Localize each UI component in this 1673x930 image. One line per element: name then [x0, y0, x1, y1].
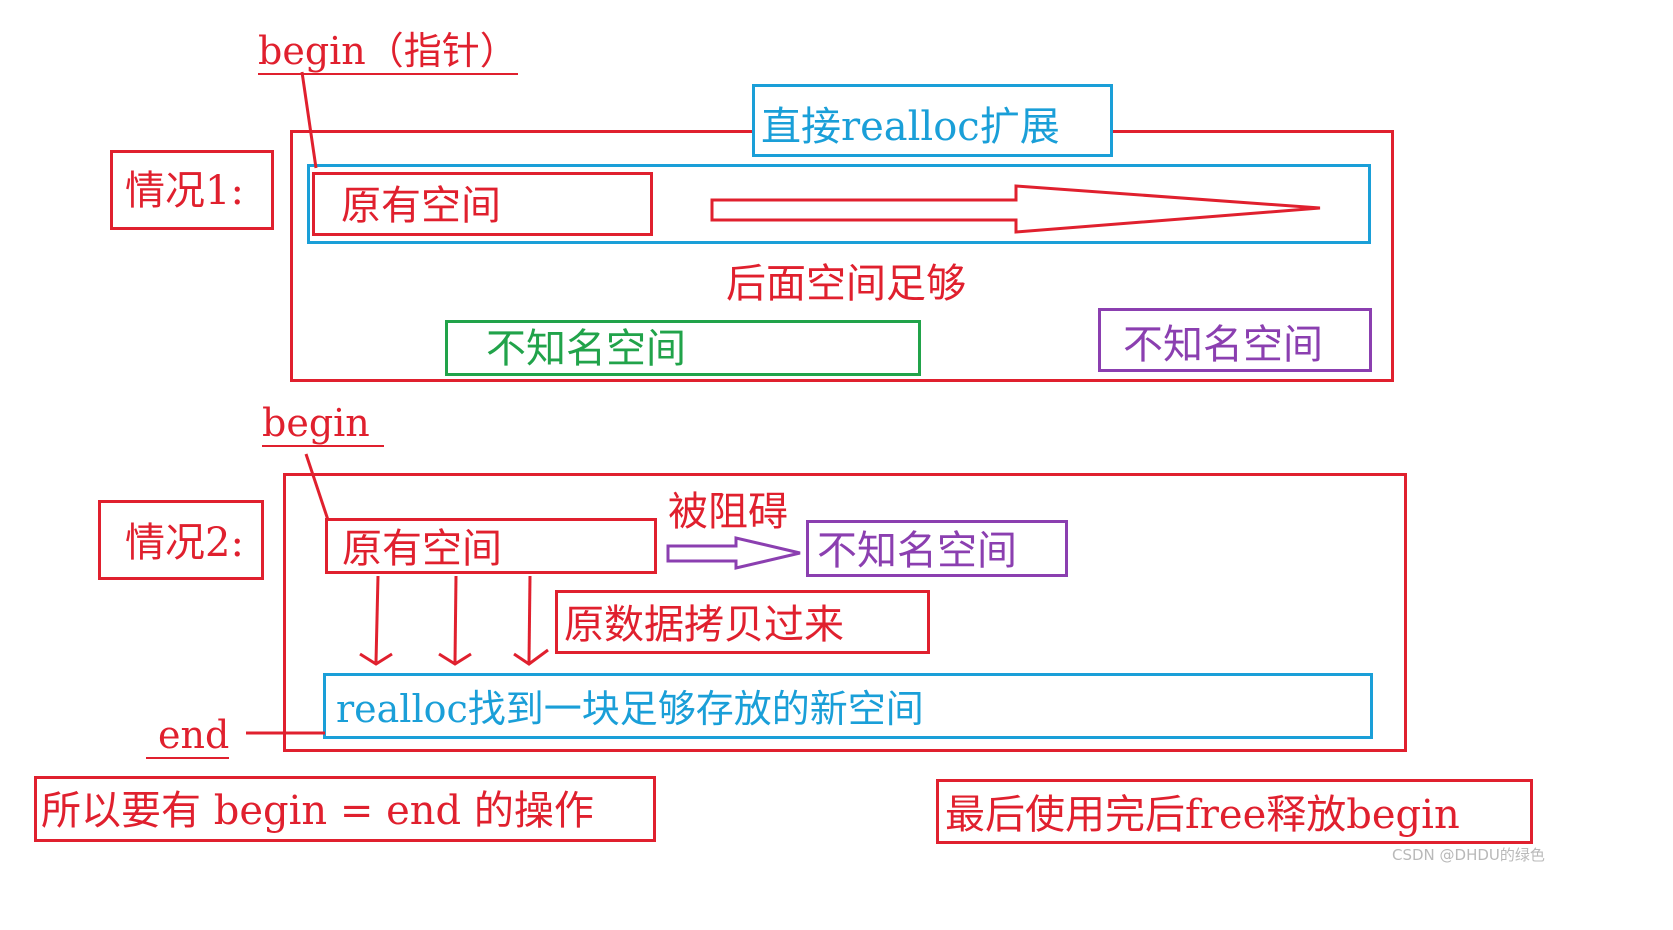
case2-copy-arrows [359, 575, 549, 666]
case1-original-space-label: 原有空间 [341, 183, 501, 229]
case2-copy-note-box: 原数据拷贝过来 [555, 590, 930, 654]
case1-unknown-space-green-box: 不知名空间 [445, 320, 921, 376]
copy-arrow-2 [453, 575, 458, 663]
case1-realloc-note: 直接realloc扩展 [761, 104, 1060, 150]
case2-blocked-label: 被阻碍 [668, 489, 788, 535]
case1-pointer-line [300, 71, 318, 169]
copy-arrow-3 [527, 575, 532, 663]
case1-space-enough-label: 后面空间足够 [726, 261, 966, 307]
case1-unknown-space-green-label: 不知名空间 [486, 326, 686, 372]
case1-realloc-note-box: 直接realloc扩展 [752, 84, 1113, 157]
watermark: CSDN @DHDU的绿色 [1392, 846, 1545, 864]
case2-new-space-label: realloc找到一块足够存放的新空间 [336, 687, 924, 731]
free-note: 最后使用完后free释放begin [945, 792, 1460, 838]
copy-arrow-3-head [513, 648, 549, 666]
case1-unknown-space-purple-label: 不知名空间 [1123, 322, 1323, 368]
case2-label: 情况2: [125, 520, 244, 566]
assign-note-box: 所以要有 begin = end 的操作 [34, 776, 656, 842]
case2-new-space-box: realloc找到一块足够存放的新空间 [323, 673, 1373, 739]
case1-expand-arrow [710, 184, 1321, 234]
case2-outer-box [283, 473, 1407, 752]
case2-original-space-box: 原有空间 [325, 518, 657, 574]
case2-blocked-arrow [666, 536, 801, 570]
copy-arrow-1 [374, 575, 380, 663]
case1-original-space-box: 原有空间 [312, 172, 653, 236]
case1-expanded-space-box [307, 164, 1371, 244]
case2-end-label: end [146, 716, 230, 759]
case2-original-space-label: 原有空间 [342, 526, 502, 572]
assign-note: 所以要有 begin = end 的操作 [41, 788, 594, 834]
case2-pointer-line [304, 453, 330, 521]
case2-copy-note: 原数据拷贝过来 [564, 602, 844, 648]
case2-label-box: 情况2: [98, 500, 264, 580]
case2-pointer-label: begin [262, 404, 384, 447]
case2-unknown-space-box: 不知名空间 [806, 520, 1068, 577]
free-note-box: 最后使用完后free释放begin [936, 779, 1533, 844]
case1-unknown-space-purple-box: 不知名空间 [1098, 308, 1372, 372]
case2-unknown-space-label: 不知名空间 [817, 528, 1017, 574]
copy-arrow-1-head [359, 652, 393, 666]
case1-label-box: 情况1: [110, 150, 274, 230]
copy-arrow-2-head [438, 652, 472, 666]
case1-pointer-label: begin（指针） [258, 29, 518, 75]
case1-label: 情况1: [125, 168, 244, 214]
